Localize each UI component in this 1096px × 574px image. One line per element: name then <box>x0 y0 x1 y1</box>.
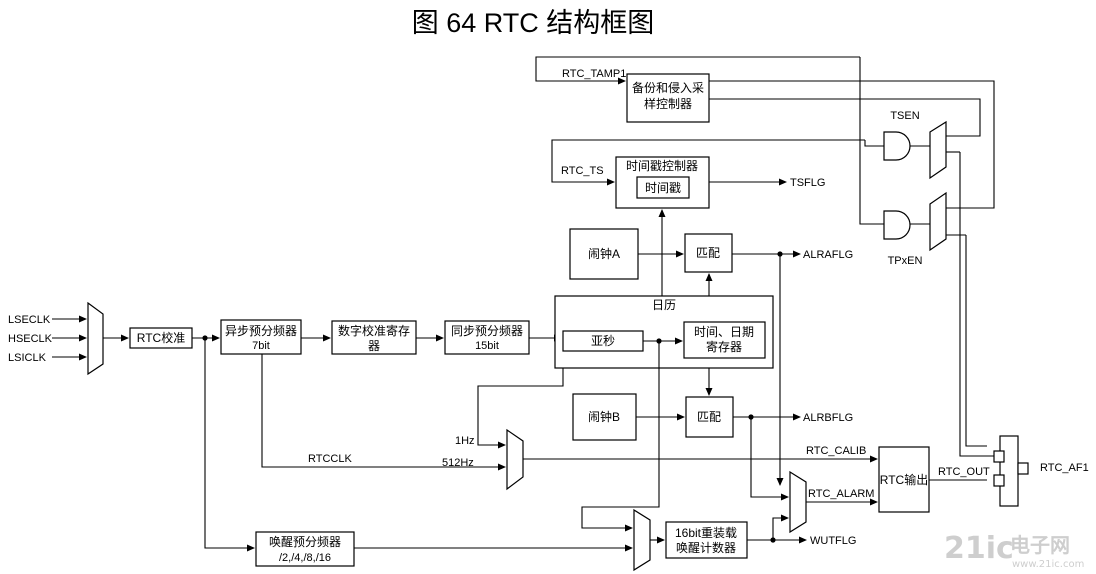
watermark-url: www.21ic.com <box>1012 559 1084 570</box>
async-prescaler-bits: 7bit <box>252 340 270 352</box>
alarm-b-box <box>572 393 637 441</box>
backup-tamper-box <box>626 73 710 123</box>
wutflg-label: WUTFLG <box>810 535 856 547</box>
digital-calib-label-1: 数字校准寄存 <box>338 323 410 338</box>
rtc-calib-signal-label: RTC_CALIB <box>806 445 866 457</box>
subsecond-to-wakeup-wire <box>581 341 660 532</box>
wakeup-prescaler-box <box>255 531 355 567</box>
tpxen-and-gate <box>883 210 911 240</box>
sync-prescaler-label: 同步预分频器 <box>451 324 523 338</box>
digital-calib-box <box>331 320 417 355</box>
calib-out-mux <box>506 428 524 491</box>
time-date-label-2: 寄存器 <box>706 339 742 354</box>
rtc-alarm-label: RTC_ALARM <box>808 488 874 500</box>
hz1-label: 1Hz <box>455 435 475 447</box>
rtcclk-label: RTCCLK <box>308 453 352 465</box>
backup-tamper-label-1: 备份和侵入采 <box>632 80 704 95</box>
match-b-box <box>685 396 734 438</box>
tpxen-buffer <box>929 191 947 252</box>
watermark-cn: 电子网 <box>1010 533 1070 557</box>
rtcclk-wire <box>261 354 506 471</box>
rtc-ts-label: RTC_TS <box>561 165 604 177</box>
rtc-calib-label: RTC校准 <box>137 330 185 345</box>
tamper-right-wire-2 <box>709 98 981 137</box>
ts-down-wire <box>864 140 884 147</box>
wakeup-prescaler-label: 唤醒预分频器 <box>269 535 341 549</box>
async-prescaler-box <box>220 319 302 355</box>
wakeup-clock-wire <box>204 338 255 552</box>
tamp1-down-wire <box>859 57 884 225</box>
lseclk-label: LSECLK <box>8 314 51 326</box>
async-prescaler-label: 异步预分频器 <box>225 324 297 338</box>
clock-source-mux <box>87 301 104 376</box>
alarm-a-label: 闹钟A <box>588 246 620 261</box>
tsen-and-gate <box>883 131 911 161</box>
backup-tamper-label-2: 样控制器 <box>644 96 692 111</box>
af-input-square-top <box>993 450 1005 463</box>
time-date-register-box <box>683 321 766 359</box>
wakeup-to-or-wire <box>772 514 789 540</box>
hz512-label: 512Hz <box>442 457 474 469</box>
af-mux-box <box>999 435 1019 507</box>
figure-title: 图 64 RTC 结构框图 <box>412 8 655 38</box>
rtc-output-label: RTC输出 <box>880 472 928 487</box>
rtc-af1-label: RTC_AF1 <box>1040 462 1089 474</box>
timestamp-label: 时间戳 <box>645 181 681 195</box>
watermark-21ic-logo: 21ic 电子网 www.21ic.com <box>944 531 1084 570</box>
alarm-a-box <box>569 228 639 280</box>
wakeup-counter-label-2: 唤醒计数器 <box>676 540 736 555</box>
digital-calib-label-2: 器 <box>368 339 380 353</box>
match-b-label: 匹配 <box>697 410 721 424</box>
af-bus-1 <box>959 152 997 457</box>
tsflg-label: TSFLG <box>790 177 825 189</box>
match-a-label: 匹配 <box>696 246 720 260</box>
wakeup-counter-label-1: 16bit重装载 <box>675 526 737 540</box>
tsen-buffer <box>929 120 947 180</box>
wakeup-mux <box>633 508 651 572</box>
watermark-brand: 21ic <box>944 531 1014 566</box>
tamper-right-wire-1 <box>709 80 995 209</box>
wakeup-prescaler-div: /2,/4,/8,/16 <box>279 552 331 564</box>
lsiclk-label: LSICLK <box>8 352 47 364</box>
timestamp-box <box>636 176 690 199</box>
rtc-output-box <box>878 446 930 513</box>
alarm-b-to-or-wire <box>750 417 789 501</box>
rtc-out-label: RTC_OUT <box>938 466 990 478</box>
af-input-square-bottom <box>993 474 1005 487</box>
tsen-label: TSEN <box>890 110 919 122</box>
wakeup-counter-box <box>665 521 748 559</box>
subsecond-label: 亚秒 <box>591 334 615 348</box>
alarm-or-mux <box>789 470 807 534</box>
match-a-box <box>684 233 733 273</box>
timestamp-controller-label: 时间戳控制器 <box>626 159 698 173</box>
rtc-tamp1-label: RTC_TAMP1 <box>562 68 626 80</box>
sync-prescaler-box <box>444 320 530 355</box>
calendar-label: 日历 <box>652 298 676 312</box>
alrbflg-label: ALRBFLG <box>803 412 853 424</box>
sync-prescaler-bits: 15bit <box>475 340 499 352</box>
time-date-label-1: 时间、日期 <box>694 325 754 339</box>
hseclk-label: HSECLK <box>8 333 53 345</box>
af-bus-2 <box>965 235 987 447</box>
rtc-ts-wire <box>551 139 865 186</box>
rtc-tamp1-wire <box>535 56 860 85</box>
af1-pin-square <box>1017 462 1029 475</box>
alraflg-label: ALRAFLG <box>803 249 853 261</box>
hz1-wire <box>477 368 564 449</box>
tpxen-label: TPxEN <box>888 255 923 267</box>
alarm-b-label: 闹钟B <box>588 409 620 424</box>
